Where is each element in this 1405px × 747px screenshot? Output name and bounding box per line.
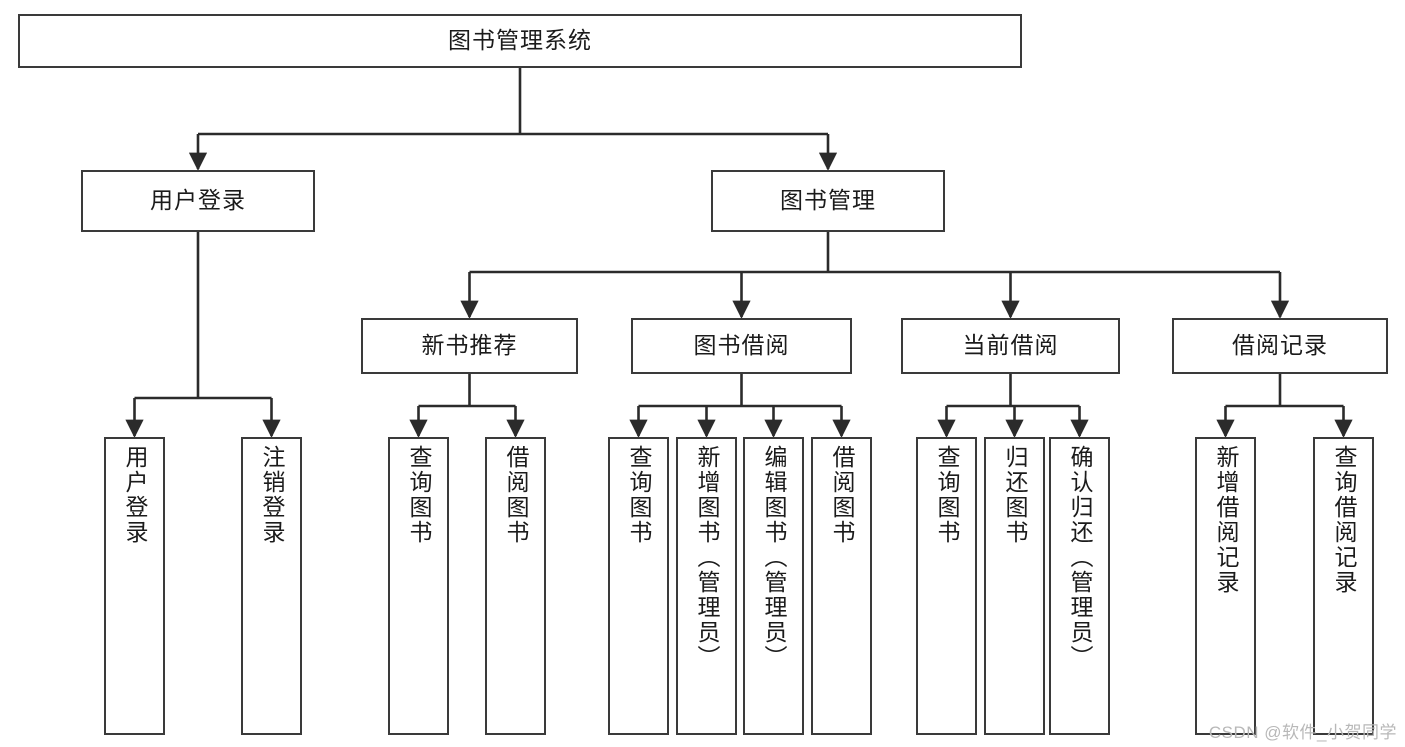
node-current-borrow[interactable]: 当前借阅 <box>901 318 1120 374</box>
node-leaf-rec-query[interactable]: 查询图书 <box>388 437 449 735</box>
node-label: 新书推荐 <box>421 332 518 359</box>
node-label: 借阅记录 <box>1232 332 1328 359</box>
node-label: 归还图书 <box>1002 445 1028 545</box>
node-borrow-record[interactable]: 借阅记录 <box>1172 318 1388 374</box>
node-leaf-borrow-lend[interactable]: 借阅图书 <box>811 437 872 735</box>
node-label: 图书管理系统 <box>448 27 592 54</box>
node-leaf-cur-return[interactable]: 归还图书 <box>984 437 1045 735</box>
node-label: 注销登录 <box>259 445 285 545</box>
node-label: 编辑图书（管理员） <box>761 445 787 670</box>
node-label: 查询借阅记录 <box>1331 445 1357 595</box>
node-label: 查询图书 <box>626 445 652 545</box>
node-label: 用户登录 <box>150 187 246 214</box>
node-label: 新增借阅记录 <box>1213 445 1239 595</box>
node-new-book-rec[interactable]: 新书推荐 <box>361 318 578 374</box>
node-label: 借阅图书 <box>503 445 529 545</box>
node-leaf-rec-borrow[interactable]: 借阅图书 <box>485 437 546 735</box>
node-leaf-borrow-query[interactable]: 查询图书 <box>608 437 669 735</box>
node-leaf-borrow-add[interactable]: 新增图书（管理员） <box>676 437 737 735</box>
node-user-login[interactable]: 用户登录 <box>81 170 315 232</box>
node-label: 当前借阅 <box>962 332 1059 359</box>
node-leaf-user-logout[interactable]: 注销登录 <box>241 437 302 735</box>
node-book-manage[interactable]: 图书管理 <box>711 170 945 232</box>
node-label: 新增图书（管理员） <box>694 445 720 670</box>
node-leaf-rec-search[interactable]: 查询借阅记录 <box>1313 437 1374 735</box>
node-label: 确认归还（管理员） <box>1067 445 1093 670</box>
node-label: 用户登录 <box>122 445 148 545</box>
node-label: 查询图书 <box>406 445 432 545</box>
node-root[interactable]: 图书管理系统 <box>18 14 1022 68</box>
node-leaf-user-login[interactable]: 用户登录 <box>104 437 165 735</box>
node-leaf-cur-query[interactable]: 查询图书 <box>916 437 977 735</box>
node-label: 借阅图书 <box>829 445 855 545</box>
node-label: 图书借阅 <box>693 332 790 359</box>
node-label: 图书管理 <box>780 187 876 214</box>
node-leaf-borrow-edit[interactable]: 编辑图书（管理员） <box>743 437 804 735</box>
node-leaf-rec-add[interactable]: 新增借阅记录 <box>1195 437 1256 735</box>
node-book-borrow[interactable]: 图书借阅 <box>631 318 852 374</box>
node-leaf-cur-confirm[interactable]: 确认归还（管理员） <box>1049 437 1110 735</box>
node-label: 查询图书 <box>934 445 960 545</box>
